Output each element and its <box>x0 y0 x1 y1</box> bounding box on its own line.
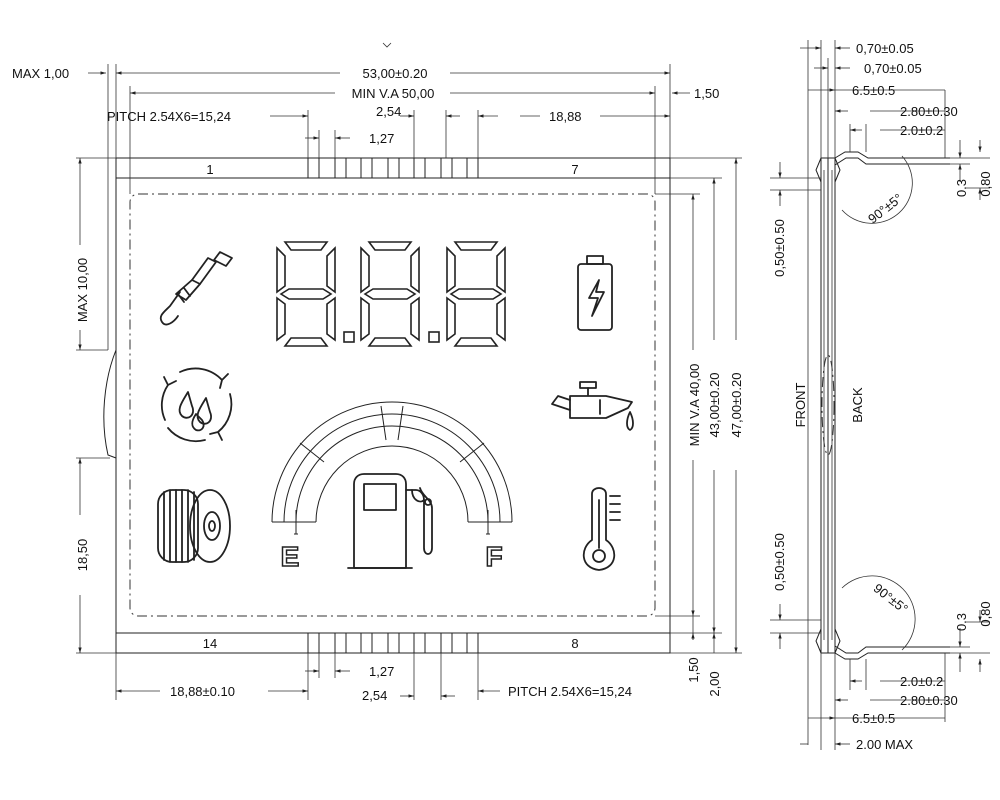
pin-depth-top-dim: 2.80±0.30 <box>900 104 958 119</box>
oil-can-icon <box>551 381 634 431</box>
gauge-full-label: F <box>485 541 502 572</box>
digit-1 <box>276 241 336 347</box>
width-view-area-dim: MIN V.A 50,00 <box>352 86 435 101</box>
pin-width-top-dim: 1,27 <box>369 131 394 146</box>
width-outline-dim: 53,00±0.20 <box>363 66 428 81</box>
pin-length-bottom-dim: 6.5±0.5 <box>852 711 895 726</box>
pitch-bottom-dim: PITCH 2.54X6=15,24 <box>508 684 632 699</box>
pin-height-dim: 18,50 <box>75 539 90 572</box>
front-dimensions: MAX 1,00 53,00±0.20 MIN V.A 50,00 1,50 P… <box>12 64 744 703</box>
battery-icon <box>577 255 613 331</box>
seven-segment-display <box>276 241 506 347</box>
front-view: 1 7 14 8 <box>103 157 671 654</box>
digit-2 <box>360 241 420 347</box>
pin-length-top-dim: 6.5±0.5 <box>852 83 895 98</box>
pin-offset-top-dim: 18,88 <box>549 109 582 124</box>
gauge-empty-label: E <box>281 541 300 572</box>
top-mark <box>382 42 392 48</box>
decimal-point-2 <box>428 331 440 343</box>
pin-label-8: 8 <box>571 636 578 651</box>
height-outline-dim: 47,00±0.20 <box>729 373 744 438</box>
thickness-top-1-dim: 0,70±0.05 <box>856 41 914 56</box>
lead-width-bottom-dim: 0,80 <box>978 601 993 626</box>
thickness-top-2-dim: 0,70±0.05 <box>864 61 922 76</box>
pin-bend-bottom-dim: 2.0±0.2 <box>900 674 943 689</box>
bottom-edge-1-dim: 1,50 <box>686 657 701 682</box>
max-thickness-dim: 2.00 MAX <box>856 737 913 752</box>
edge-right-dim: 1,50 <box>694 86 719 101</box>
side-view: 90°±5° 90°±5° FRONT BACK 0,70±0.05 0,70±… <box>770 40 993 752</box>
pin-bend-top-dim: 2.0±0.2 <box>900 123 943 138</box>
tire-icon <box>157 489 231 563</box>
bottom-edge-2-dim: 2,00 <box>707 671 722 696</box>
back-label: BACK <box>850 387 865 423</box>
pin-offset-bottom-dim: 18,88±0.10 <box>170 684 235 699</box>
pin-spacing-bottom-dim: 2,54 <box>362 688 387 703</box>
lead-thickness-bottom-dim: 0.3 <box>954 613 969 631</box>
max-height-dim: MAX 10,00 <box>75 258 90 322</box>
pitch-top-dim: PITCH 2.54X6=15,24 <box>107 109 231 124</box>
seal-bulge <box>103 349 117 459</box>
height-view-area-dim: MIN V.A 40,00 <box>687 364 702 447</box>
pin-width-bottom-dim: 1,27 <box>369 664 394 679</box>
offset-top-dim: 0,50±0.50 <box>772 219 787 277</box>
fuel-pump-icon <box>347 473 433 569</box>
spark-plug-icon <box>159 251 233 326</box>
bottom-pins <box>307 632 479 654</box>
lead-thickness-top-dim: 0.3 <box>954 179 969 197</box>
thermometer-icon <box>582 487 621 571</box>
top-pins <box>307 157 479 179</box>
fuel-gauge: E F <box>271 401 513 573</box>
lead-width-top-dim: 0,80 <box>978 171 993 196</box>
pin-label-7: 7 <box>571 162 578 177</box>
view-area-outline <box>129 193 656 617</box>
decimal-point-1 <box>343 331 355 343</box>
front-label: FRONT <box>793 383 808 428</box>
digit-3 <box>446 241 506 347</box>
pin-spacing-top-dim: 2,54 <box>376 104 401 119</box>
module-outline <box>115 157 671 654</box>
pin-depth-bottom-dim: 2.80±0.30 <box>900 693 958 708</box>
pin-label-1: 1 <box>206 162 213 177</box>
offset-bottom-dim: 0,50±0.50 <box>772 533 787 591</box>
oil-change-cycle-icon <box>160 367 233 443</box>
pin-label-14: 14 <box>203 636 217 651</box>
max-1-dim: MAX 1,00 <box>12 66 69 81</box>
bend-angle-bottom-dim: 90°±5° <box>871 580 911 616</box>
height-glass-dim: 43,00±0.20 <box>707 373 722 438</box>
